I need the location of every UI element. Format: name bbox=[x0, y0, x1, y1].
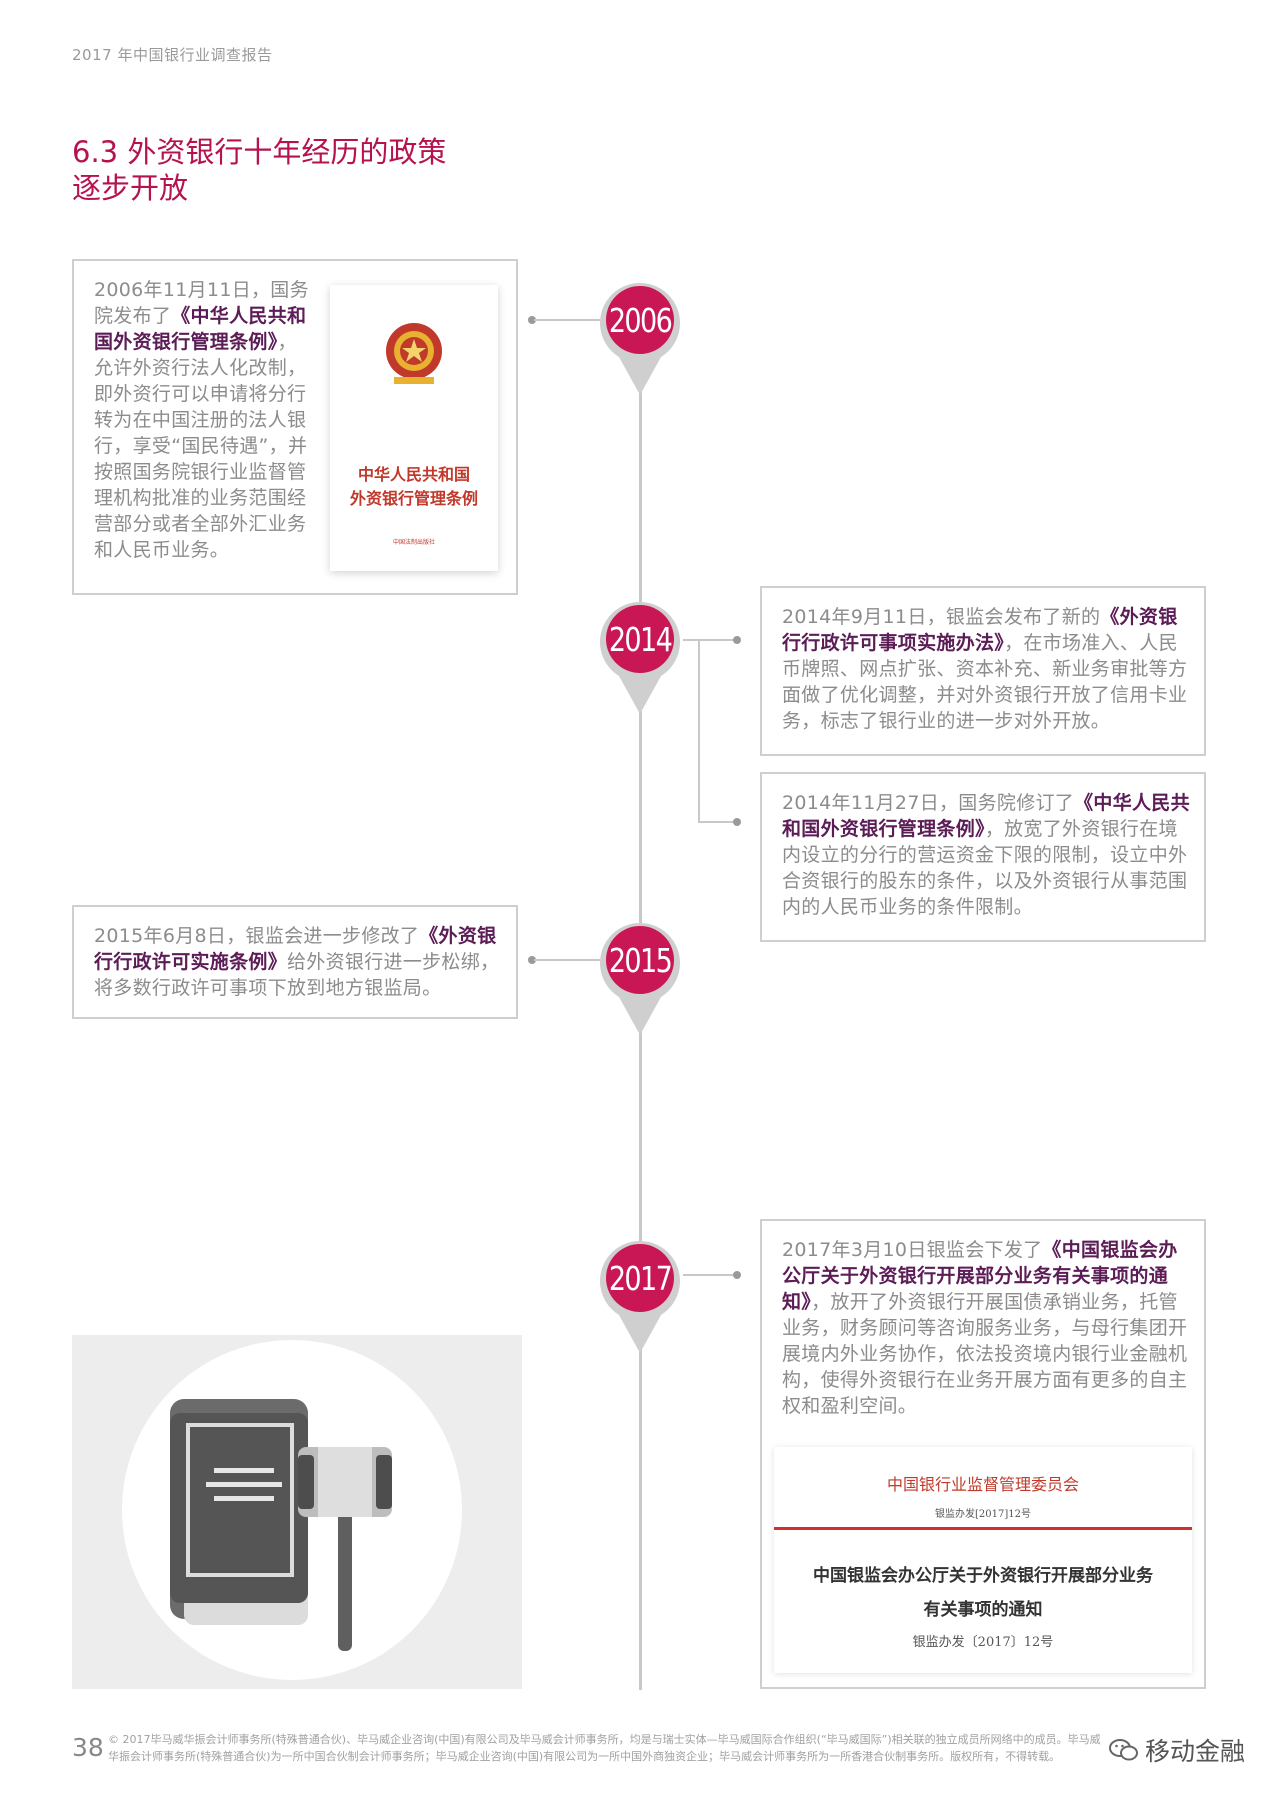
connector-dot bbox=[528, 316, 536, 324]
notice-doc-number-bottom: 银监办发〔2017〕12号 bbox=[912, 1635, 1054, 1650]
year-label-2014: 2014 bbox=[608, 619, 673, 659]
year-marker-2006: 2006 bbox=[597, 277, 683, 397]
year-marker-2015: 2015 bbox=[597, 917, 683, 1037]
connector-line bbox=[698, 639, 700, 822]
section-title-line2: 逐步开放 bbox=[72, 171, 189, 205]
event-card-2017: 2017年3月10日银监会下发了《中国银监会办公厅关于外资银行开展部分业务有关事… bbox=[760, 1219, 1206, 1689]
connector-dot bbox=[528, 956, 536, 964]
event-card-2014-sep: 2014年9月11日，银监会发布了新的《外资银行行政许可事项实施办法》，在市场准… bbox=[760, 586, 1206, 756]
map-pin-icon bbox=[600, 1240, 680, 1353]
year-label-2017: 2017 bbox=[608, 1258, 673, 1298]
section-title: 6.3 外资银行十年经历的政策 逐步开放 bbox=[72, 134, 492, 206]
cover-title-line2: 外资银行管理条例 bbox=[349, 489, 478, 508]
notice-org: 中国银行业监督管理委员会 bbox=[886, 1475, 1079, 1494]
event-card-2006: 2006年11月11日，国务院发布了《中华人民共和国外资银行管理条例》，允许外资… bbox=[72, 259, 518, 595]
legal-notice-line2: 华振会计师事务所(特殊普通合伙)为一所中国合伙制会计师事务所；毕马威企业咨询(中… bbox=[108, 1750, 1061, 1763]
wechat-icon bbox=[1109, 1739, 1138, 1761]
notice-title-line2: 有关事项的通知 bbox=[923, 1600, 1043, 1620]
connector-dot bbox=[733, 636, 741, 644]
connector-line bbox=[683, 1274, 735, 1276]
law-book-gavel-illustration bbox=[72, 1335, 522, 1689]
map-pin-icon bbox=[600, 922, 680, 1035]
event-text: 2015年6月8日，银监会进一步修改了《外资银行行政许可实施条例》给外资银行进一… bbox=[94, 925, 500, 999]
event-text: 2014年11月27日，国务院修订了《中华人民共和国外资银行管理条例》，放宽了外… bbox=[782, 792, 1190, 918]
year-marker-2014: 2014 bbox=[597, 596, 683, 716]
connector-line bbox=[683, 639, 735, 641]
section-title-line1: 6.3 外资银行十年经历的政策 bbox=[72, 135, 447, 169]
year-label-2015: 2015 bbox=[608, 940, 673, 980]
notice-title-line1: 中国银监会办公厅关于外资银行开展部分业务 bbox=[813, 1566, 1153, 1586]
legal-notice: © 2017毕马威华振会计师事务所(特殊普通合伙)、毕马威企业咨询(中国)有限公… bbox=[108, 1731, 1218, 1765]
connector-dot bbox=[733, 818, 741, 826]
map-pin-icon bbox=[600, 282, 680, 395]
watermark: 移动金融 bbox=[1105, 1730, 1250, 1770]
event-text: 2006年11月11日，国务院发布了《中华人民共和国外资银行管理条例》，允许外资… bbox=[94, 279, 309, 561]
connector-line bbox=[534, 319, 600, 321]
cover-title-line1: 中华人民共和国 bbox=[357, 465, 470, 484]
connector-dot bbox=[733, 1271, 741, 1279]
notice-red-rule bbox=[774, 1527, 1192, 1530]
connector-line bbox=[534, 959, 600, 961]
notice-doc-number-top: 银监办发[2017]12号 bbox=[935, 1509, 1031, 1520]
page-number: 38 bbox=[72, 1733, 104, 1762]
national-emblem-icon bbox=[386, 323, 442, 384]
running-header: 2017 年中国银行业调查报告 bbox=[72, 46, 273, 64]
connector-line bbox=[698, 821, 735, 823]
watermark-text: 移动金融 bbox=[1145, 1737, 1246, 1766]
event-text: 2014年9月11日，银监会发布了新的《外资银行行政许可事项实施办法》，在市场准… bbox=[782, 606, 1188, 732]
regulation-book-cover: 中华人民共和国 外资银行管理条例 中国法制出版社 bbox=[330, 285, 498, 571]
event-card-2014-nov: 2014年11月27日，国务院修订了《中华人民共和国外资银行管理条例》，放宽了外… bbox=[760, 772, 1206, 942]
map-pin-icon bbox=[600, 601, 680, 714]
notice-document: 中国银行业监督管理委员会 银监办发[2017]12号 中国银监会办公厅关于外资银… bbox=[774, 1447, 1192, 1673]
cover-publisher: 中国法制出版社 bbox=[392, 539, 435, 546]
legal-notice-line1: © 2017毕马威华振会计师事务所(特殊普通合伙)、毕马威企业咨询(中国)有限公… bbox=[108, 1733, 1101, 1746]
event-text: 2017年3月10日银监会下发了《中国银监会办公厅关于外资银行开展部分业务有关事… bbox=[782, 1239, 1188, 1417]
event-card-2015: 2015年6月8日，银监会进一步修改了《外资银行行政许可实施条例》给外资银行进一… bbox=[72, 905, 518, 1019]
year-label-2006: 2006 bbox=[608, 300, 673, 340]
year-marker-2017: 2017 bbox=[597, 1235, 683, 1355]
gavel-book-icon bbox=[122, 1340, 462, 1680]
